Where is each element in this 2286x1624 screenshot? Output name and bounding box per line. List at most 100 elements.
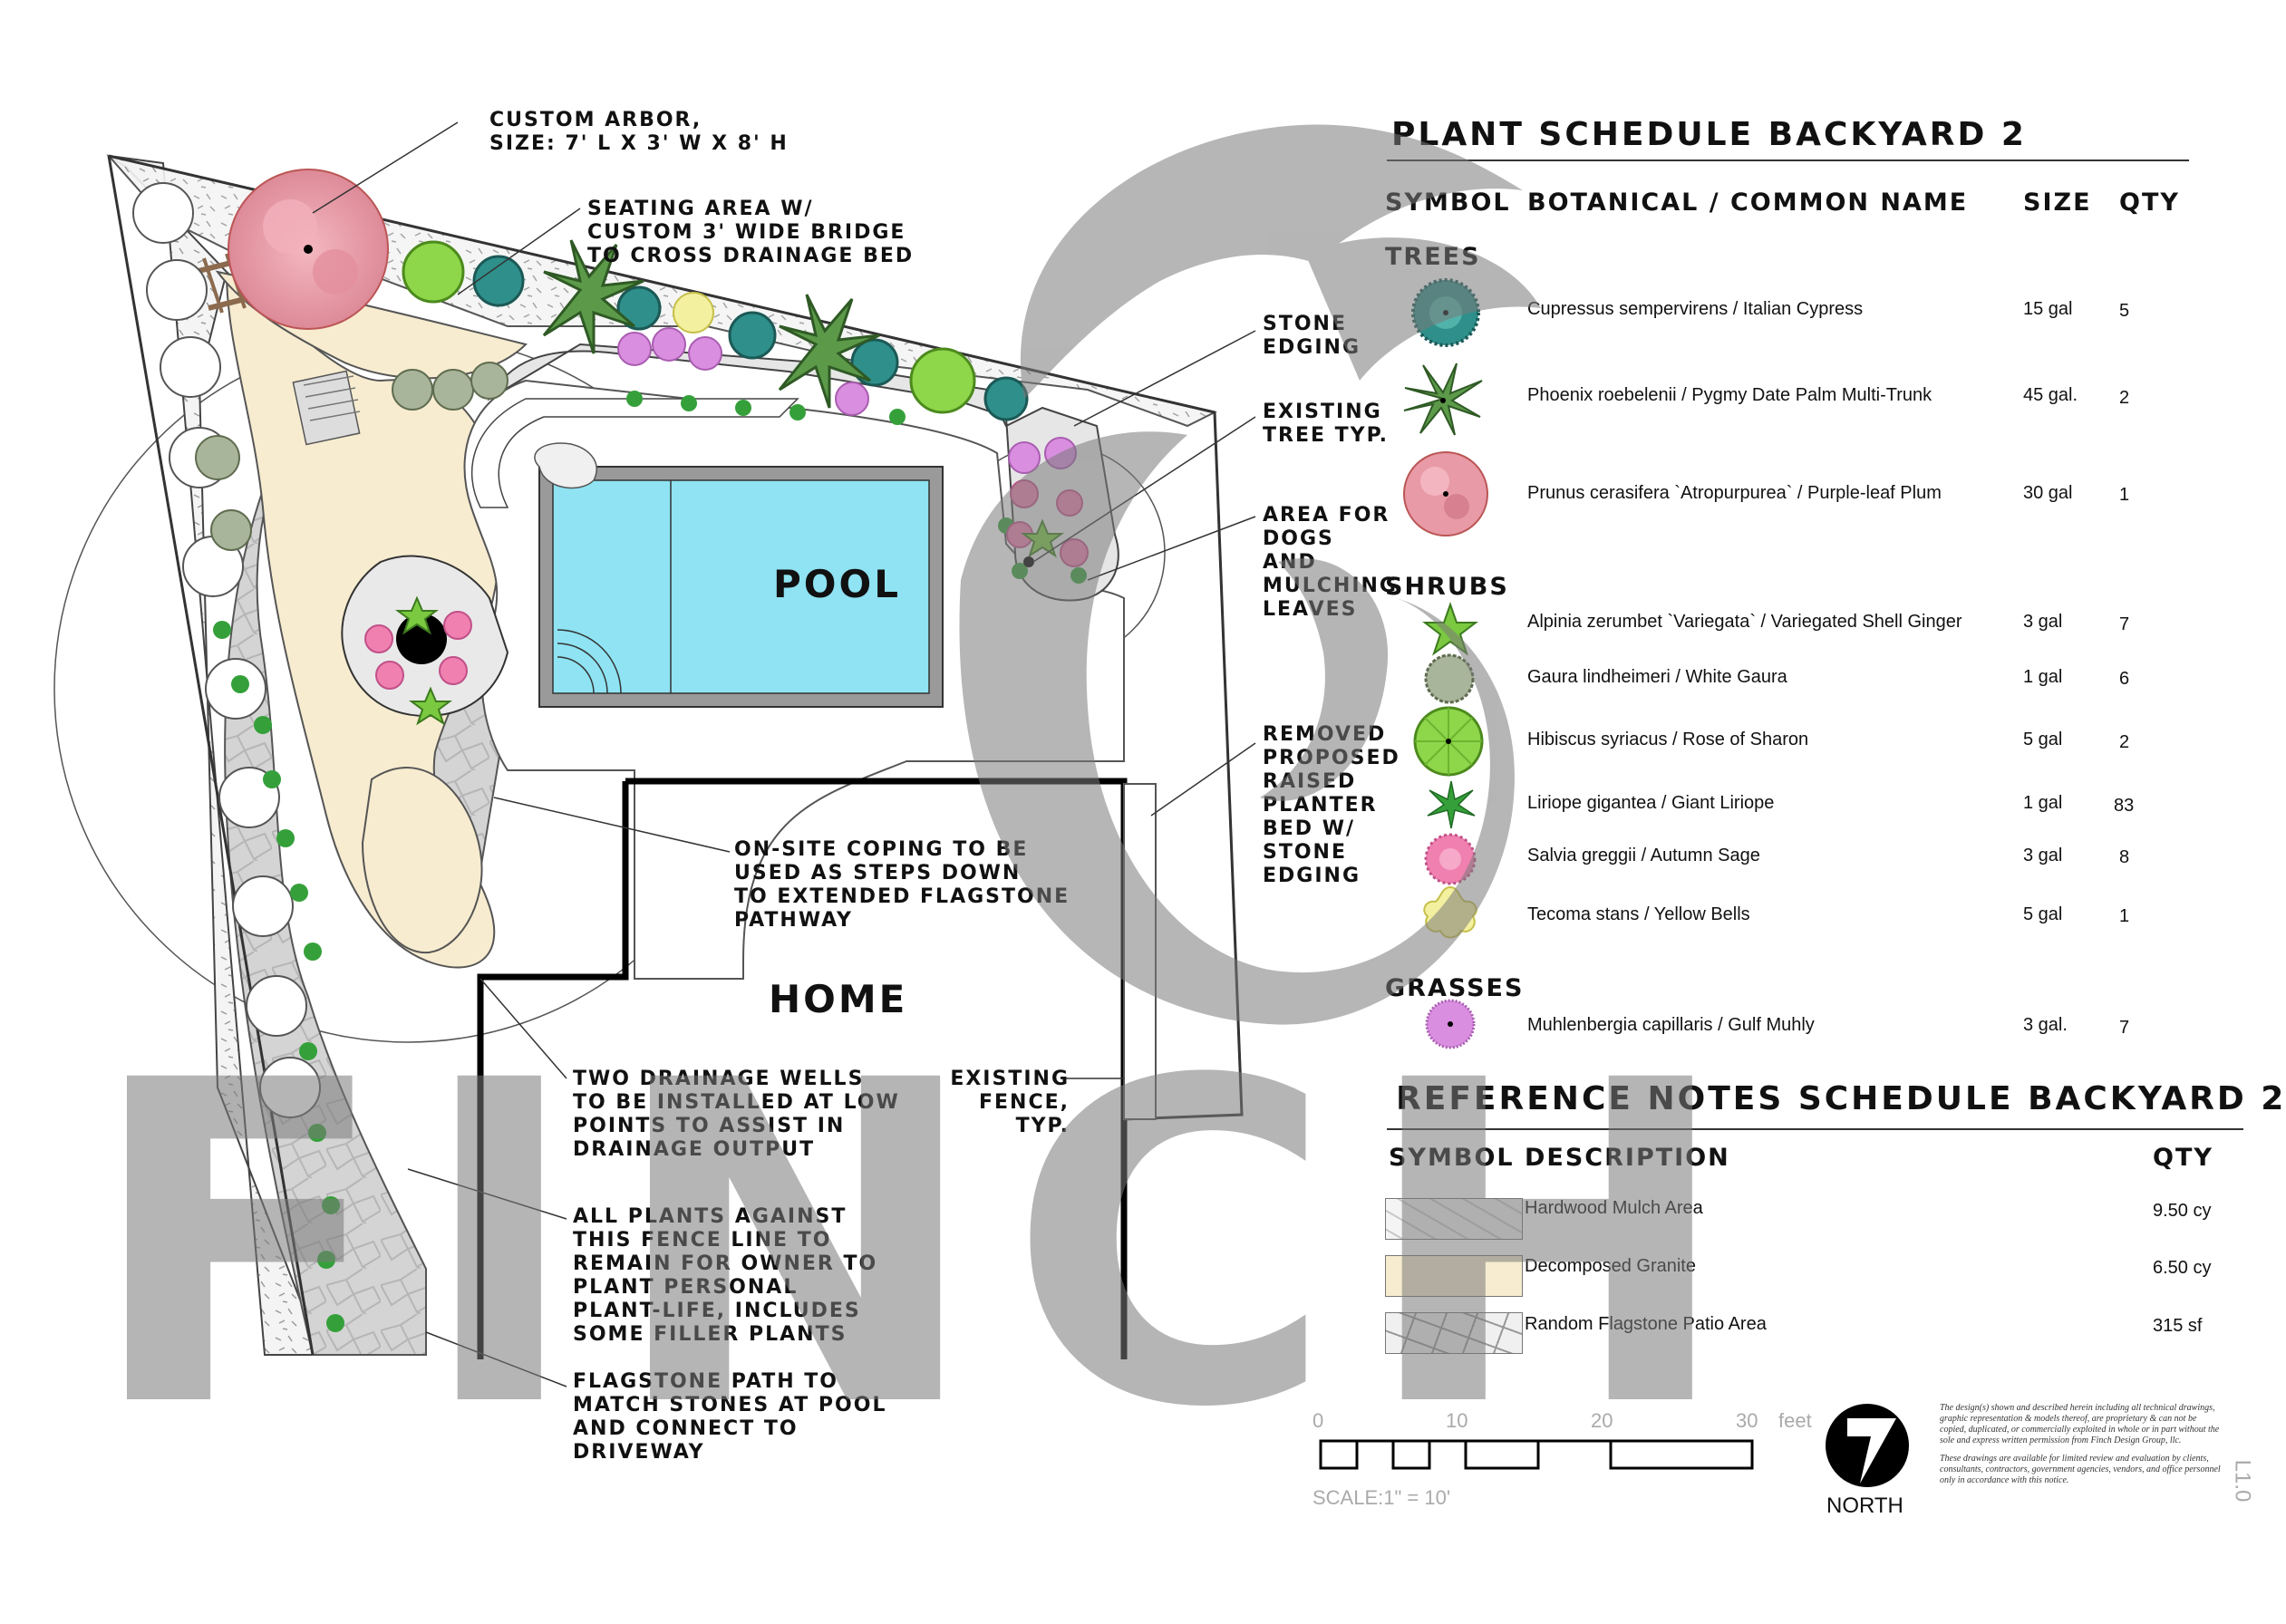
section-shrubs: SHRUBS — [1385, 573, 1509, 601]
ginger-icon — [1422, 601, 1478, 656]
plant-size: 1 gal — [2023, 793, 2063, 813]
salvia-icon — [1424, 833, 1477, 885]
home-label: HOME — [769, 977, 908, 1021]
col-size: SIZE — [2023, 188, 2092, 217]
ref-col-symbol: SYMBOL — [1389, 1144, 1515, 1172]
section-trees: TREES — [1385, 243, 1481, 271]
plant-qty: 1 — [2119, 485, 2130, 505]
granite-swatch — [1385, 1255, 1523, 1297]
plant-size: 5 gal — [2023, 904, 2063, 924]
gaura-shrubs — [195, 362, 509, 551]
plant-name: Alpinia zerumbet `Variegata` / Variegate… — [1527, 612, 1962, 632]
plant-name: Liriope gigantea / Giant Liriope — [1527, 793, 1775, 813]
plant-schedule-title: PLANT SCHEDULE BACKYARD 2 — [1391, 116, 2027, 153]
pool-label: POOL — [773, 562, 901, 606]
reference-notes-title: REFERENCE NOTES SCHEDULE BACKYARD 2 — [1396, 1080, 2286, 1117]
liriope-shrubs — [213, 391, 1087, 1332]
flagstone-swatch — [1385, 1312, 1523, 1354]
plant-qty: 2 — [2119, 388, 2130, 408]
mulch-swatch — [1385, 1198, 1523, 1240]
bridge-icon — [292, 370, 361, 446]
north-label: NORTH — [1826, 1494, 1903, 1518]
plant-name: Phoenix roebelenii / Pygmy Date Palm Mul… — [1527, 385, 1932, 405]
ref-qty: 6.50 cy — [2153, 1258, 2212, 1278]
cypress-trees — [472, 255, 1029, 421]
hibiscus-shrubs — [402, 240, 976, 414]
plant-qty: 5 — [2119, 301, 2130, 321]
existing-tree-trunk-icon — [1023, 556, 1034, 567]
scale-bar — [1319, 1439, 1754, 1470]
plant-size: 3 gal — [2023, 846, 2063, 865]
scale-unit: feet — [1778, 1409, 1812, 1432]
ref-qty: 315 sf — [2153, 1316, 2203, 1336]
gaura-icon — [1424, 653, 1475, 704]
col-botanical-name: BOTANICAL / COMMON NAME — [1527, 188, 1969, 217]
tecoma-shrub — [673, 292, 714, 334]
removed-planter-bed — [1123, 783, 1157, 1120]
plant-qty: 83 — [2114, 796, 2135, 816]
plant-schedule-rule — [1387, 160, 2189, 161]
purple-leaf-plum-tree — [228, 169, 389, 330]
ref-col-description: DESCRIPTION — [1525, 1144, 1730, 1172]
plant-size: 5 gal — [2023, 730, 2063, 749]
ref-col-qty: QTY — [2153, 1144, 2213, 1172]
scale-tick-30: 30 — [1736, 1409, 1758, 1432]
col-qty: QTY — [2119, 188, 2180, 217]
scale-tick-0: 0 — [1313, 1409, 1324, 1432]
plant-name: Muhlenbergia capillaris / Gulf Muhly — [1527, 1015, 1815, 1035]
plant-qty: 7 — [2119, 614, 2130, 634]
plant-size: 45 gal. — [2023, 385, 2078, 405]
plant-name: Cupressus sempervirens / Italian Cypress — [1527, 299, 1864, 319]
col-symbol: SYMBOL — [1385, 188, 1511, 217]
boulder-icon — [534, 442, 597, 489]
sheet-number: L1.0 — [2230, 1459, 2255, 1503]
plant-qty: 8 — [2119, 847, 2130, 867]
callout-arbor: CUSTOM ARBOR,SIZE: 7' L x 3' W x 8' H — [489, 109, 789, 155]
plant-name: Salvia greggii / Autumn Sage — [1527, 846, 1760, 865]
scale-text: SCALE:1" = 10' — [1313, 1486, 1451, 1509]
plant-size: 1 gal — [2023, 667, 2063, 687]
fence-column-trees — [132, 182, 321, 1118]
scale-tick-20: 20 — [1591, 1409, 1613, 1432]
tecoma-icon — [1423, 885, 1477, 939]
muhly-icon — [1425, 999, 1476, 1049]
plant-qty: 1 — [2119, 906, 2130, 926]
plant-name: Prunus cerasifera `Atropurpurea` / Purpl… — [1527, 483, 1942, 503]
ref-qty: 9.50 cy — [2153, 1201, 2212, 1221]
hibiscus-icon — [1413, 706, 1484, 777]
plum-icon — [1403, 451, 1488, 536]
plant-size: 3 gal. — [2023, 1015, 2068, 1035]
north-arrow-icon — [1826, 1404, 1909, 1487]
ref-description: Decomposed Granite — [1525, 1256, 1696, 1276]
plant-qty: 2 — [2119, 732, 2130, 752]
plant-name: Hibiscus syriacus / Rose of Sharon — [1527, 730, 1809, 749]
liriope-icon — [1427, 780, 1476, 829]
pygmy-date-palms — [542, 239, 880, 409]
cypress-icon — [1411, 278, 1480, 347]
plant-size: 3 gal — [2023, 612, 2063, 632]
plant-name: Tecoma stans / Yellow Bells — [1527, 904, 1750, 924]
scale-tick-10: 10 — [1446, 1409, 1468, 1432]
ref-description: Random Flagstone Patio Area — [1525, 1314, 1767, 1334]
reference-notes-rule — [1387, 1128, 2243, 1130]
palm-icon — [1403, 362, 1483, 436]
plant-size: 15 gal — [2023, 299, 2073, 319]
copyright-notice: The design(s) shown and described herein… — [1940, 1403, 2221, 1485]
plant-size: 30 gal — [2023, 483, 2073, 503]
plant-qty: 6 — [2119, 669, 2130, 689]
ref-description: Hardwood Mulch Area — [1525, 1198, 1703, 1218]
plant-qty: 7 — [2119, 1018, 2130, 1038]
flagstone-path — [224, 407, 427, 1356]
plant-name: Gaura lindheimeri / White Gaura — [1527, 667, 1787, 687]
